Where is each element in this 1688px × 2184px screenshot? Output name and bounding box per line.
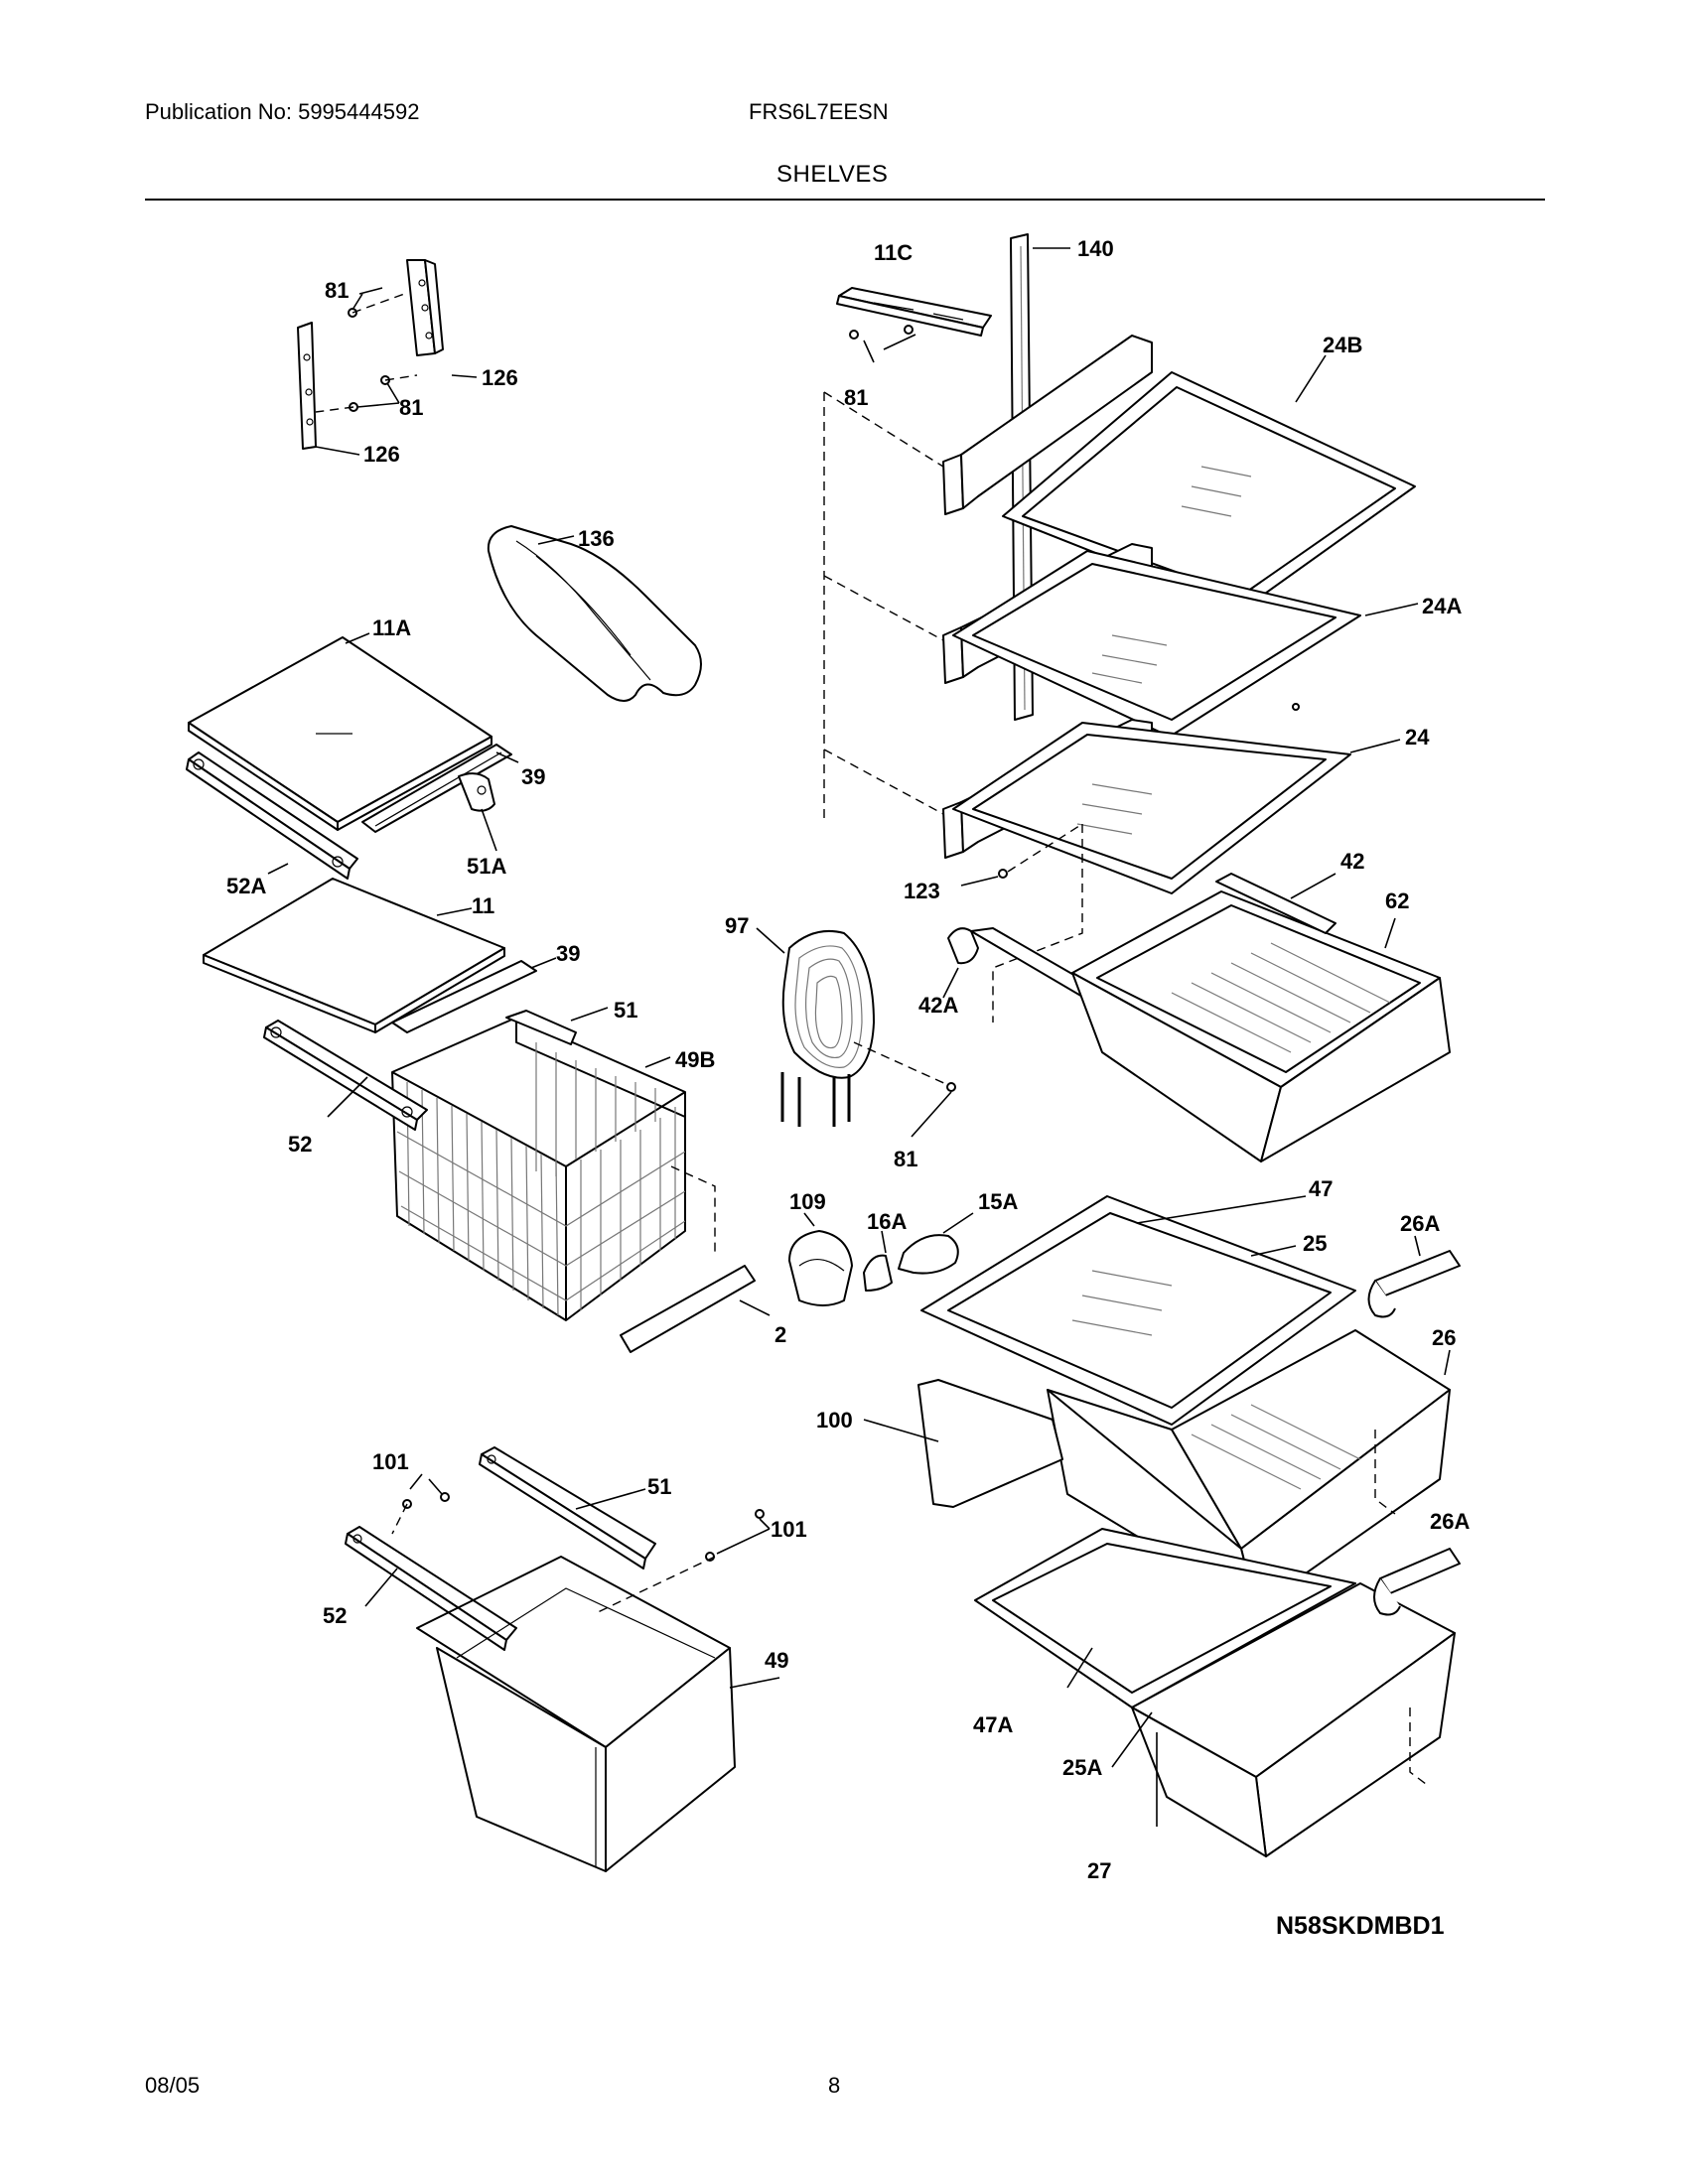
part-126-bracket-right [406,259,444,356]
part-24a-shelf [823,543,1419,738]
callout-136: 136 [578,526,615,551]
callout-25a: 25A [1062,1755,1102,1780]
part-51a-bracket [458,772,497,852]
callout-11c: 11C [874,240,913,265]
callout-42a: 42A [918,993,958,1018]
callout-26a: 26A [1400,1211,1440,1236]
part-81-screws-top [315,287,418,413]
part-27-crisper-pan [1111,1582,1456,1857]
callout-97: 97 [725,913,749,938]
model-number: FRS6L7EESN [749,99,889,124]
footer-date: 08/05 [145,2073,201,2098]
callout-126: 126 [363,442,400,467]
callout-11a: 11A [372,615,411,640]
part-51-rail-lower [479,1446,656,1570]
callout-100: 100 [816,1408,853,1433]
part-81-screw-coil [853,1041,956,1138]
callout-39: 39 [521,764,545,789]
callout-26: 26 [1432,1325,1456,1350]
callout-24b: 24B [1323,333,1362,357]
part-15a-bulb [898,1212,974,1275]
part-136-duct [487,525,702,702]
part-52-rail-lower [345,1526,517,1651]
callout-51a: 51A [467,854,506,879]
callout-51: 51 [614,998,637,1023]
callout-52: 52 [323,1603,347,1628]
part-25a-cover [974,1528,1356,1708]
part-26a-bracket-lower [1373,1548,1461,1616]
part-51-rail-upper [505,1007,609,1045]
part-2-trim-strip [620,1265,771,1353]
section-title: SHELVES [776,161,889,188]
part-52-rail-upper [263,1020,428,1131]
part-11-shelf [203,878,505,1033]
callout-62: 62 [1385,888,1409,913]
callout-81: 81 [894,1147,917,1171]
part-109-light-shield [788,1212,853,1306]
part-101-screws [391,1473,771,1614]
part-123-screw [960,823,1083,887]
part-39-trim-upper [361,744,519,833]
part-97-heater-coil [756,927,875,1127]
part-11a-shelf [188,632,492,831]
part-52a-rail [186,751,358,880]
part-81-screws-11c [849,325,916,363]
part-11c-bracket [836,287,992,337]
header-rule [145,199,1545,201]
part-24b-shelf [823,335,1416,612]
callout-126: 126 [482,365,518,390]
callout-52: 52 [288,1132,312,1157]
callout-26a: 26A [1430,1509,1470,1534]
callout-49b: 49B [675,1047,715,1072]
part-126-bracket-left [297,322,317,450]
callout-101: 101 [771,1517,807,1542]
callout-109: 109 [789,1189,826,1214]
callout-49: 49 [765,1648,788,1673]
callout-11: 11 [472,893,494,918]
part-25-cover [920,1195,1356,1426]
callout-25: 25 [1303,1231,1327,1256]
callout-24: 24 [1405,725,1430,750]
drawing-code: N58SKDMBD1 [1276,1912,1445,1940]
callout-39: 39 [556,941,580,966]
callout-24a: 24A [1422,594,1462,618]
part-49-bin [416,1556,780,1872]
part-26a-bracket-upper [1367,1235,1461,1318]
publication-number: Publication No: 5995444592 [145,99,420,124]
part-39-trim-lower [391,957,557,1033]
callout-81: 81 [325,278,349,303]
part-16a-socket [863,1230,893,1292]
callout-15a: 15A [978,1189,1018,1214]
callout-101: 101 [372,1449,409,1474]
part-42-rail [1215,873,1336,934]
callout-52a: 52A [226,874,266,898]
callout-81: 81 [844,385,868,410]
page-number: 8 [828,2073,841,2098]
part-24-shelf [823,703,1401,894]
callout-2: 2 [774,1322,786,1347]
callout-47a: 47A [973,1712,1013,1737]
callout-123: 123 [904,879,940,903]
callout-16a: 16A [867,1209,907,1234]
part-62-pan [1071,890,1451,1162]
callout-81: 81 [399,395,423,420]
callout-51: 51 [647,1474,671,1499]
part-100-panel [863,1379,1063,1508]
part-49b-wire-basket [391,1017,686,1321]
callout-27: 27 [1087,1858,1111,1883]
callout-140: 140 [1077,236,1114,261]
callout-42: 42 [1340,849,1364,874]
callout-47: 47 [1309,1176,1333,1201]
